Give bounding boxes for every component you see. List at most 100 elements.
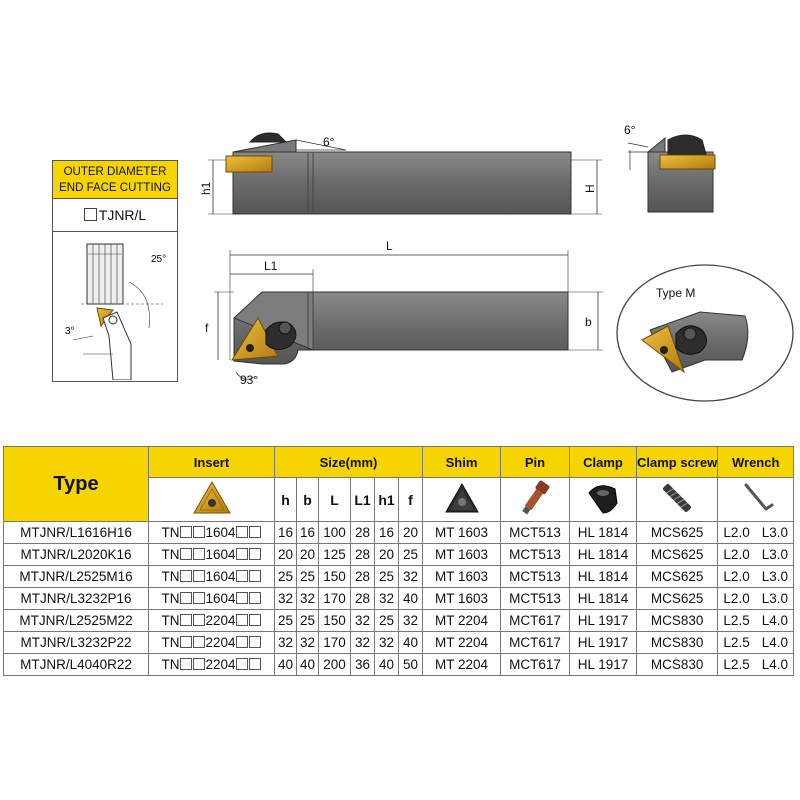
insert-cell: TN 1604 [148,587,275,610]
insert-prefix: TN [161,547,180,562]
wrench-cell: L2.5 L4.0 [717,653,795,676]
size-L1-cell: 36 [350,653,375,676]
size-b-cell: 40 [296,653,319,676]
shim-cell: MT 1603 [422,543,501,566]
size-h1-cell: 25 [374,609,399,632]
clamp-screw-cell: MCS625 [635,521,719,544]
end-angle-label: 6° [624,123,636,137]
blank-square-icon [236,548,249,560]
type-m-detail [616,264,794,402]
size-h-cell: 25 [274,565,297,588]
header-shim: Shim [422,446,501,478]
clamp-cell: HL 1814 [569,543,637,566]
size-h1-cell: 40 [374,653,399,676]
size-L-cell: 125 [318,543,351,566]
type-cell: MTJNR/L2525M16 [3,565,149,588]
shim-cell: MT 2204 [422,653,501,676]
blank-square-icon [236,614,249,626]
size-h1-cell: 32 [374,631,399,654]
size-L1-cell: 28 [350,521,375,544]
size-h-cell: 25 [274,609,297,632]
wrench-b: L3.0 [761,591,788,606]
blank-square-icon [236,636,249,648]
type-cell: MTJNR/L3232P22 [3,631,149,654]
insert-code: 2204 [205,657,236,672]
insert-code: 1604 [205,547,236,562]
wrench-b: L4.0 [761,657,788,672]
pin-cell: MCT617 [500,631,570,654]
insert-code: 1604 [205,591,236,606]
size-b-cell: 20 [296,543,319,566]
size-col-L: L [318,477,351,522]
category-title: OUTER DIAMETER END FACE CUTTING [53,161,177,199]
tool-drawings: 6° h1 H 6° L L1 f [199,123,794,402]
insert-cell: TN 1604 [148,543,275,566]
blank-square-icon [179,658,192,670]
pin-image-cell [500,477,570,522]
blank-square-icon [179,570,192,582]
size-L1-cell: 32 [350,631,375,654]
wrench-b: L4.0 [761,635,788,650]
clamp-cell: HL 1917 [569,631,637,654]
wrench-a: L2.5 [723,657,750,672]
clamp-cell: HL 1917 [569,653,637,676]
insert-prefix: TN [161,635,180,650]
size-L1-cell: 32 [350,609,375,632]
screw-icon [663,483,692,513]
size-h-cell: 32 [274,631,297,654]
spec-table: Type Insert Size(mm) Shim Pin Clamp Clam… [3,446,795,676]
size-L-cell: 200 [318,653,351,676]
shim-cell: MT 1603 [422,521,501,544]
blank-square-icon [249,636,262,648]
size-h1-cell: 20 [374,543,399,566]
blank-square-icon [179,614,192,626]
clamp-cell: HL 1814 [569,587,637,610]
size-f-cell: 25 [398,543,423,566]
blank-square-icon [192,570,205,582]
type-cell: MTJNR/L2020K16 [3,543,149,566]
size-h1-cell: 32 [374,587,399,610]
size-L1-cell: 28 [350,587,375,610]
size-L-cell: 170 [318,631,351,654]
type-cell: MTJNR/L2525M22 [3,609,149,632]
hex-wrench-icon [744,483,774,511]
size-col-h1: h1 [374,477,399,522]
wrench-image-cell [717,477,795,522]
size-f-cell: 50 [398,653,423,676]
category-title-line1: OUTER DIAMETER [63,166,167,178]
L-label: L [386,239,393,253]
category-series: TJNR/L [53,199,177,232]
blank-square-icon [249,592,262,604]
size-h-cell: 20 [274,543,297,566]
machining-diagram: 25° 3° [65,243,166,380]
header-insert: Insert [148,446,275,478]
shim-cell: MT 2204 [422,609,501,632]
blank-square-icon [236,592,249,604]
pin-cell: MCT513 [500,587,570,610]
angle-93-label: 93° [240,373,258,387]
clamp-cell: HL 1917 [569,609,637,632]
blank-square-icon [192,636,205,648]
blank-square-icon [179,592,192,604]
clamp-cell: HL 1814 [569,521,637,544]
insert-code: 2204 [205,613,236,628]
header-clamp: Clamp [569,446,637,478]
insert-prefix: TN [161,591,180,606]
size-b-cell: 25 [296,609,319,632]
diagram-angle-bottom: 3° [65,326,75,337]
blank-square-icon [179,636,192,648]
blank-square-icon [249,658,262,670]
wrench-a: L2.0 [723,525,750,540]
size-L-cell: 170 [318,587,351,610]
header-pin: Pin [500,446,570,478]
category-box: OUTER DIAMETER END FACE CUTTING TJNR/L 2… [52,160,178,382]
size-f-cell: 32 [398,565,423,588]
